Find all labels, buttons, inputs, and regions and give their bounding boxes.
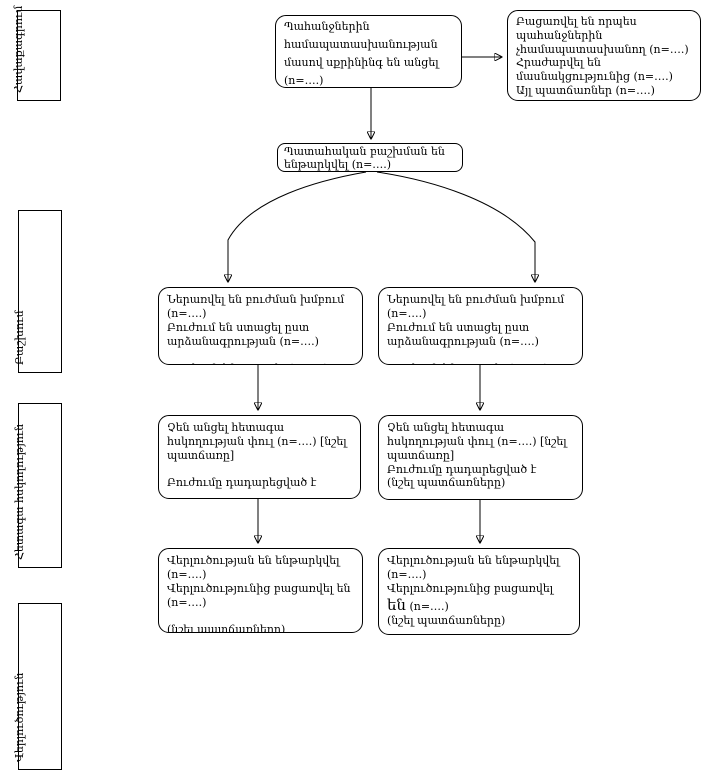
analysis-right-box: Վերլուծության են ենթարկվել (n=….) Վերլու… <box>378 548 580 635</box>
arc-randomized-to-allocation-right <box>376 171 535 281</box>
phase-box-allocation: Բաշխում <box>13 210 62 373</box>
analysis-left-box: Վերլուծության են ենթարկվել (n=….) Վերլու… <box>158 548 363 633</box>
followup-left-box: Չեն անցել հետագա հսկողության փուլ (n=….)… <box>158 415 361 499</box>
followup-right-box: Չեն անցել հետագա հսկողության փուլ (n=….)… <box>378 415 583 500</box>
analysis-right-line1: Վերլուծության են ենթարկվել (n=….) <box>387 554 560 581</box>
analysis-right-line2-emphasis: են <box>387 595 406 614</box>
phase-label-enrollment: Հավաքագրում <box>12 5 25 93</box>
allocation-left-box: Ներառվել են բուժման խմբում (n=….) Բուժու… <box>158 287 363 365</box>
phase-box-enrollment: Հավաքագրում <box>12 6 61 101</box>
analysis-right-line2: Վերլուծությունից բացառվել են (n=….) <box>387 581 554 614</box>
phase-label-analysis: Վերլուծություն <box>13 672 26 762</box>
phase-label-followup: Հետագա հսկողություն <box>13 423 26 560</box>
allocation-right-box: Ներառվել են բուժման խմբում (n=….) Բուժու… <box>378 287 583 365</box>
screening-box: Պահանջներին համապատասխանության մասով սքր… <box>275 15 462 88</box>
excluded-box: Բացառվել են որպես պահանջներին չհամապատաս… <box>507 10 701 101</box>
arc-randomized-to-allocation-left <box>228 171 367 281</box>
phase-box-followup: Հետագա հսկողություն <box>13 403 62 568</box>
phase-box-analysis: Վերլուծություն <box>13 603 62 770</box>
phase-label-allocation: Բաշխում <box>13 310 26 365</box>
analysis-right-line3: (նշել պատճառները) <box>387 614 506 628</box>
randomized-box: Պատահական բաշխման են ենթարկվել (n=….) <box>277 143 463 172</box>
